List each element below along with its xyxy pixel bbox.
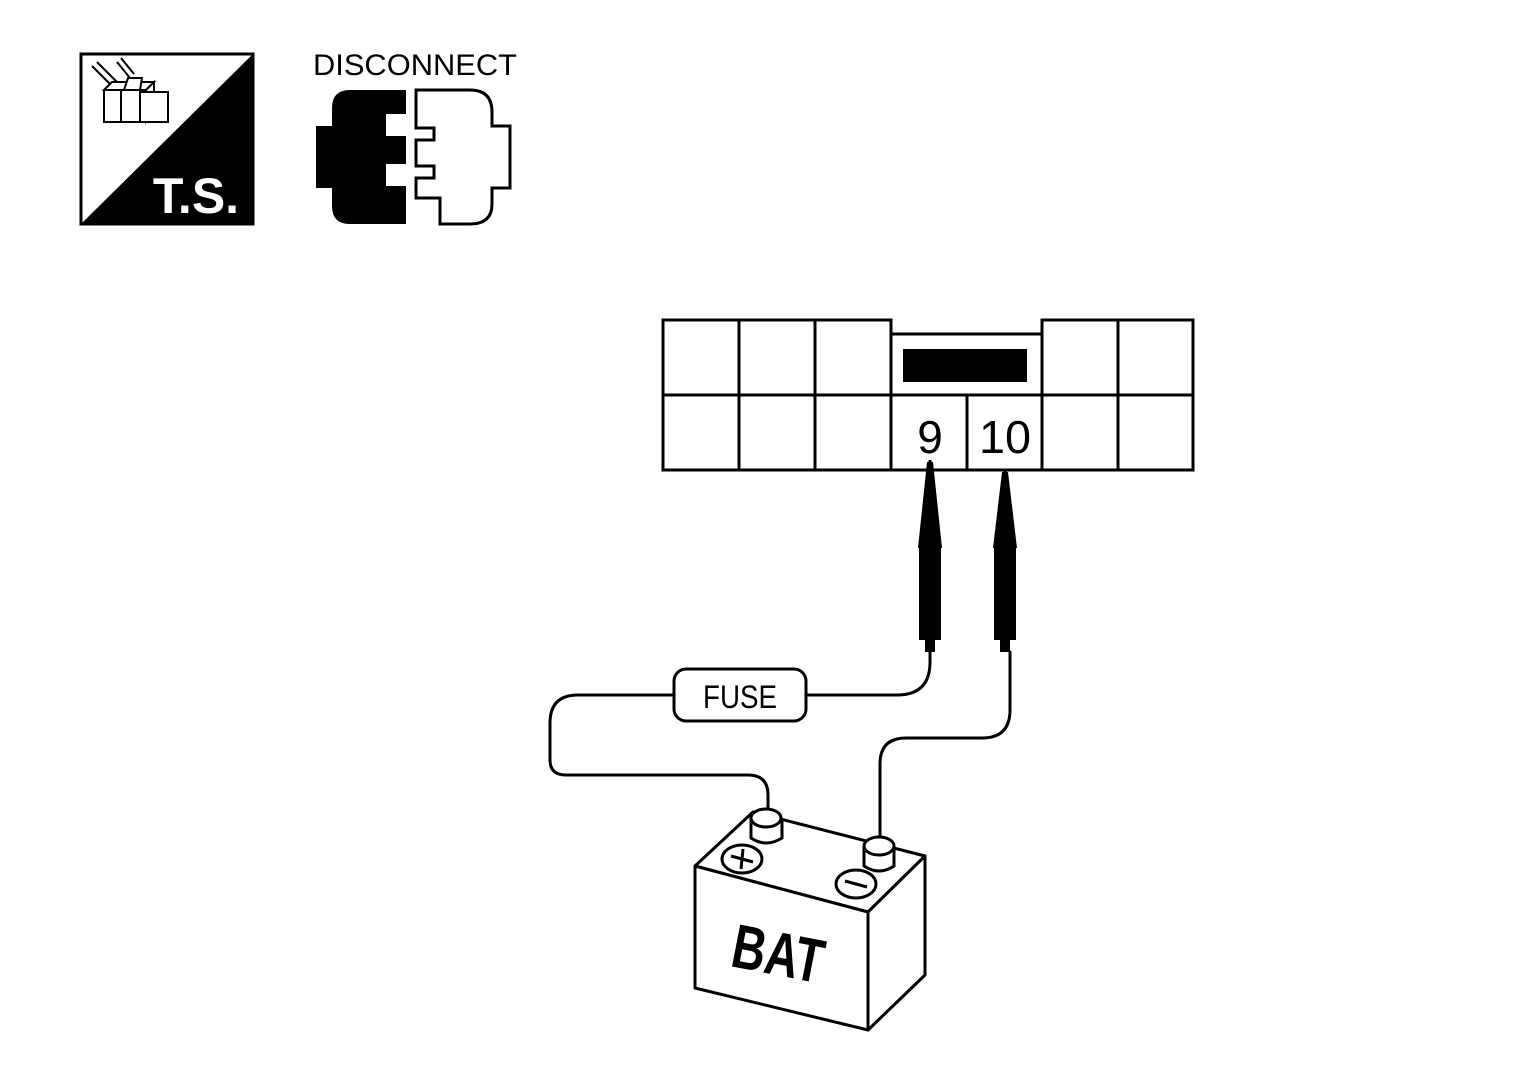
- battery-negative-terminal: [862, 835, 896, 873]
- plug-black-icon: [316, 90, 406, 224]
- minus-icon: [834, 868, 878, 900]
- battery-label: BAT: [726, 912, 830, 997]
- plus-icon: [720, 843, 764, 875]
- battery-positive-terminal: [749, 807, 784, 845]
- ts-icon: T.S.: [79, 52, 255, 226]
- probe-pin-9: [918, 460, 942, 652]
- connector-block: [661, 318, 1195, 472]
- fuse: FUSE: [672, 667, 808, 723]
- pin-10-label: 10: [979, 411, 1031, 463]
- wire-pin9-to-fuse: [804, 650, 932, 697]
- wire-pin10-to-negative: [878, 650, 1012, 840]
- disconnect-label: DISCONNECT: [313, 49, 517, 82]
- battery: BAT: [693, 807, 927, 1032]
- connector-lock-tab: [903, 349, 1027, 382]
- ts-label: T.S.: [153, 168, 239, 224]
- probe-pin-10: [993, 470, 1017, 652]
- fuse-label: FUSE: [703, 679, 777, 715]
- disconnect-icon: DISCONNECT: [313, 49, 517, 226]
- pin-9-label: 9: [917, 411, 943, 463]
- plug-outline-icon: [414, 88, 512, 226]
- connector-sketch-icon: [91, 57, 169, 125]
- wire-fuse-to-positive: [548, 693, 770, 810]
